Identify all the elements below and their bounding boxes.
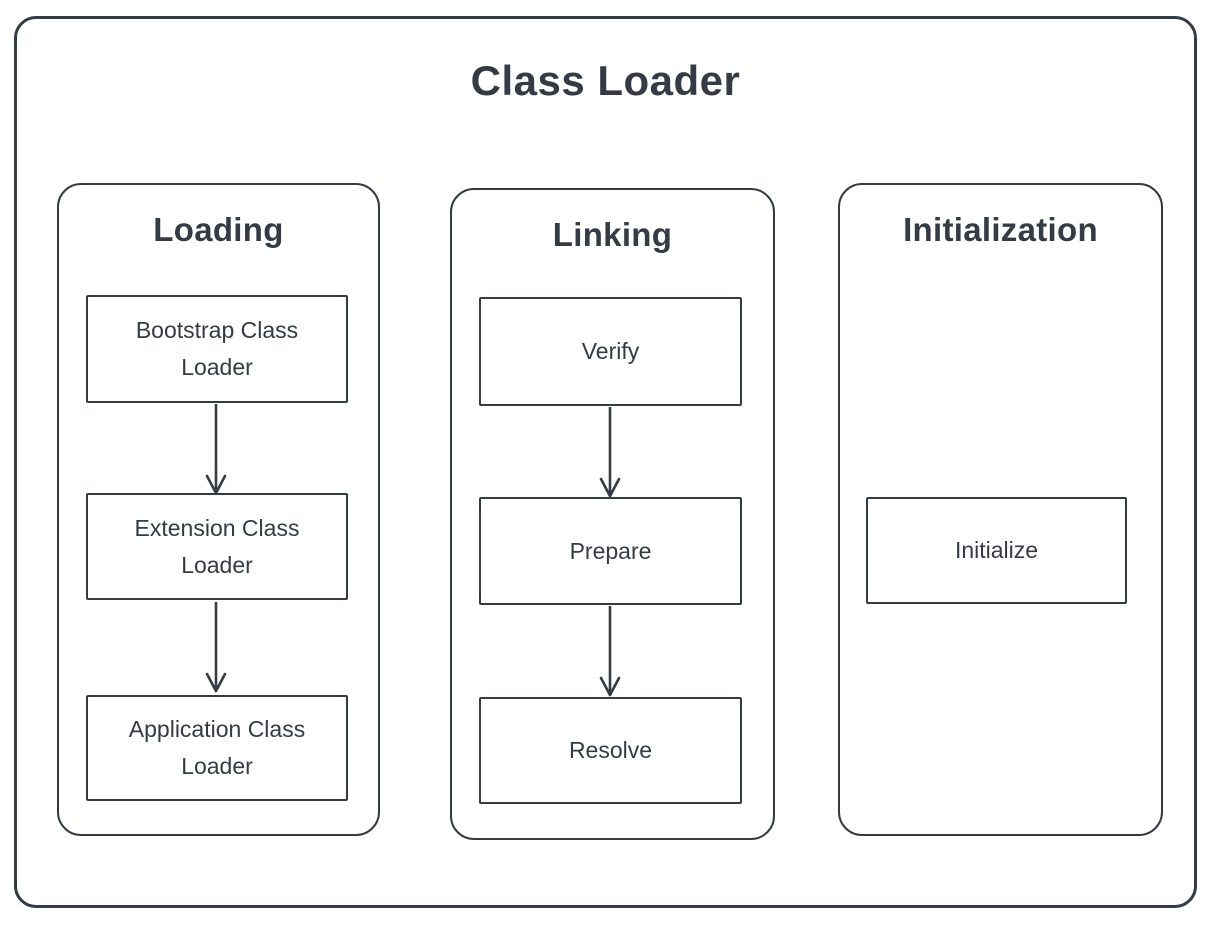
node-bootstrap-class-loader: Bootstrap Class Loader — [86, 295, 348, 403]
node-application-class-loader: Application Class Loader — [86, 695, 348, 801]
class-loader-container: Class Loader Loading Bootstrap Class Loa… — [14, 16, 1197, 908]
panel-initialization: Initialization Initialize — [838, 183, 1163, 836]
arrow-down-icon — [599, 407, 621, 498]
panel-loading-title: Loading — [153, 211, 284, 248]
panel-linking-title: Linking — [552, 216, 673, 253]
diagram-title: Class Loader — [470, 57, 741, 104]
panel-loading: Loading Bootstrap Class Loader Extension… — [57, 183, 380, 836]
panel-linking: Linking Verify Prepare Resolve — [450, 188, 775, 840]
node-initialize: Initialize — [866, 497, 1127, 604]
node-prepare: Prepare — [479, 497, 742, 605]
arrow-down-icon — [205, 602, 227, 693]
node-verify: Verify — [479, 297, 742, 406]
arrow-down-icon — [205, 404, 227, 495]
node-extension-class-loader: Extension Class Loader — [86, 493, 348, 600]
arrow-down-icon — [599, 606, 621, 697]
node-resolve: Resolve — [479, 697, 742, 804]
panel-initialization-title: Initialization — [903, 211, 1098, 248]
